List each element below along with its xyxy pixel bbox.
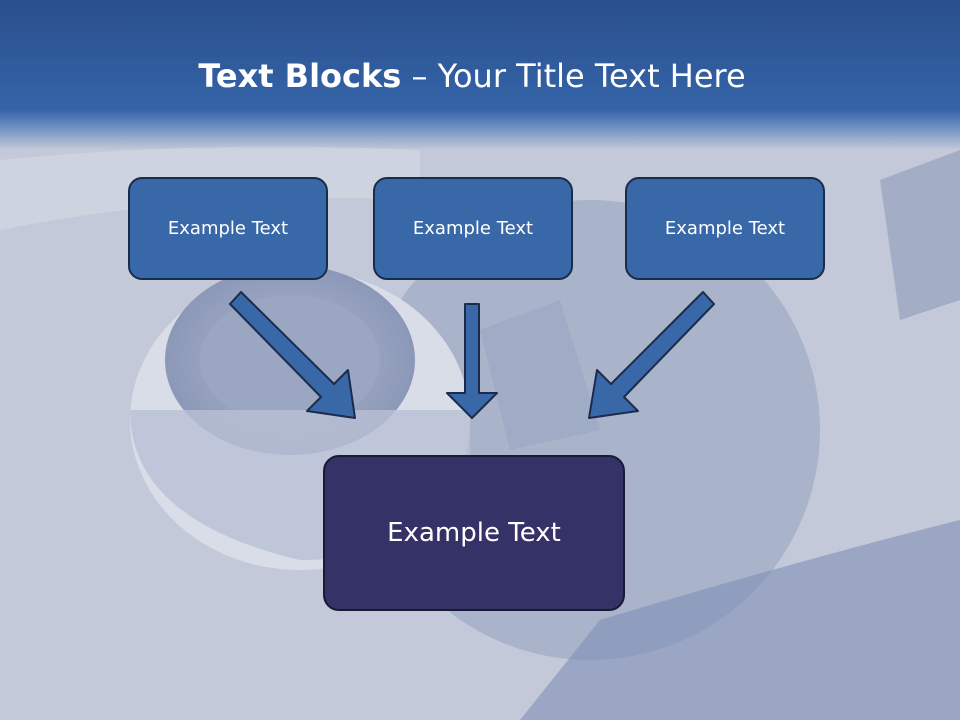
title-bold-text: Text Blocks	[198, 57, 402, 95]
text-block-right: Example Text	[625, 177, 825, 280]
text-block-center: Example Text	[373, 177, 573, 280]
target-text-block-label: Example Text	[387, 518, 561, 548]
arrow-right-diagonal	[588, 291, 715, 419]
target-text-block: Example Text	[323, 455, 625, 611]
arrow-left-diagonal	[229, 291, 356, 419]
title-bar	[0, 0, 960, 150]
arrow-center-down	[446, 303, 498, 419]
text-block-left-label: Example Text	[167, 218, 289, 239]
title-dash: –	[401, 57, 438, 95]
text-block-center-label: Example Text	[412, 218, 534, 239]
slide-title: Text Blocks – Your Title Text Here	[0, 54, 944, 98]
text-block-left: Example Text	[128, 177, 328, 280]
text-block-right-label: Example Text	[664, 218, 786, 239]
title-rest-text: Your Title Text Here	[437, 57, 746, 95]
